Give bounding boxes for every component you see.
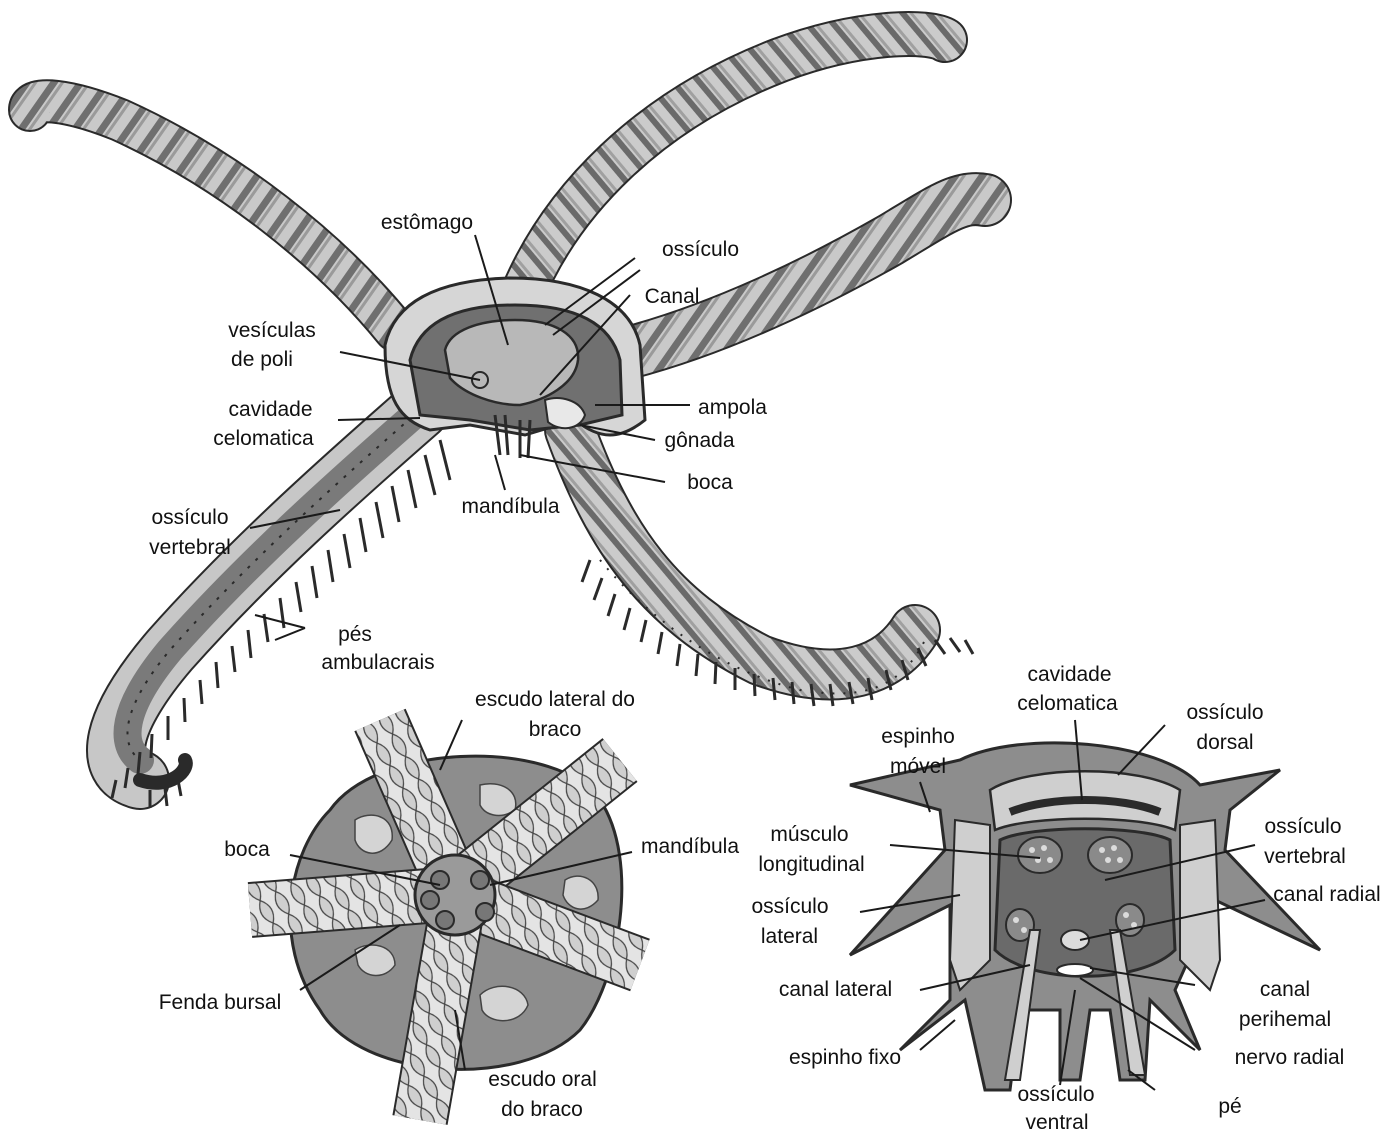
- label-boca-main: boca: [670, 468, 750, 498]
- label-cs-ossiculo-vertebral-line2: vertebral: [1245, 842, 1365, 872]
- label-cs-ossiculo-vertebral-line1: ossículo: [1248, 812, 1358, 842]
- label-ampola: ampola: [680, 393, 785, 423]
- arm-cross-section: [850, 743, 1320, 1090]
- label-escudo-oral-line2: do braco: [487, 1095, 597, 1125]
- label-canal-perihemal-line2: perihemal: [1225, 1005, 1345, 1035]
- label-ossiculo-lateral-line1: ossículo: [735, 892, 845, 922]
- label-ossiculo-dorsal-line2: dorsal: [1180, 728, 1270, 758]
- arm-right: [620, 199, 985, 355]
- label-escudo-oral-line1: escudo oral: [475, 1065, 610, 1095]
- label-musculo-line2: longitudinal: [744, 850, 879, 880]
- label-mandibula-oral: mandíbula: [630, 832, 750, 862]
- label-estomago: estômago: [372, 208, 482, 238]
- label-escudo-lateral-line2: braco: [515, 715, 595, 745]
- label-canal: Canal: [632, 282, 712, 312]
- label-espinho-movel-line1: espinho: [868, 722, 968, 752]
- label-canal-lateral: canal lateral: [768, 975, 903, 1005]
- label-gonada: gônada: [642, 426, 757, 456]
- label-pes-line1: pés: [320, 620, 390, 650]
- label-pe: pé: [1205, 1092, 1255, 1122]
- label-ossiculo-ventral-line2: ventral: [1012, 1108, 1102, 1137]
- label-cs-cavidade-line1: cavidade: [1012, 660, 1127, 690]
- label-vesiculas-line2: de poli: [212, 345, 312, 375]
- label-espinho-movel-line2: móvel: [878, 752, 958, 782]
- label-espinho-fixo: espinho fixo: [775, 1043, 915, 1073]
- label-vesiculas-line1: vesículas: [212, 316, 332, 346]
- label-ossiculo: ossículo: [648, 235, 753, 265]
- arm-upper-left: [30, 101, 395, 330]
- label-musculo-line1: músculo: [752, 820, 867, 850]
- label-mandibula-main: mandíbula: [448, 492, 573, 522]
- label-pes-line2: ambulacrais: [308, 648, 448, 678]
- label-escudo-lateral-line1: escudo lateral do: [460, 685, 650, 715]
- label-boca-oral: boca: [212, 835, 282, 865]
- label-ossiculo-dorsal-line1: ossículo: [1170, 698, 1280, 728]
- label-nervo-radial: nervo radial: [1222, 1043, 1357, 1073]
- label-canal-perihemal-line1: canal: [1245, 975, 1325, 1005]
- label-ossiculo-ventral-line1: ossículo: [1006, 1080, 1106, 1110]
- label-canal-radial: canal radial: [1262, 880, 1392, 910]
- label-ossiculo-lateral-line2: lateral: [742, 922, 837, 952]
- label-cavidade-line2: celomatica: [196, 424, 331, 454]
- label-fenda-bursal: Fenda bursal: [145, 988, 295, 1018]
- label-ossiculo-vertebral-line2: vertebral: [130, 533, 250, 563]
- label-cavidade-line1: cavidade: [208, 395, 333, 425]
- label-cs-cavidade-line2: celomatica: [1000, 689, 1135, 719]
- label-ossiculo-vertebral-line1: ossículo: [135, 503, 245, 533]
